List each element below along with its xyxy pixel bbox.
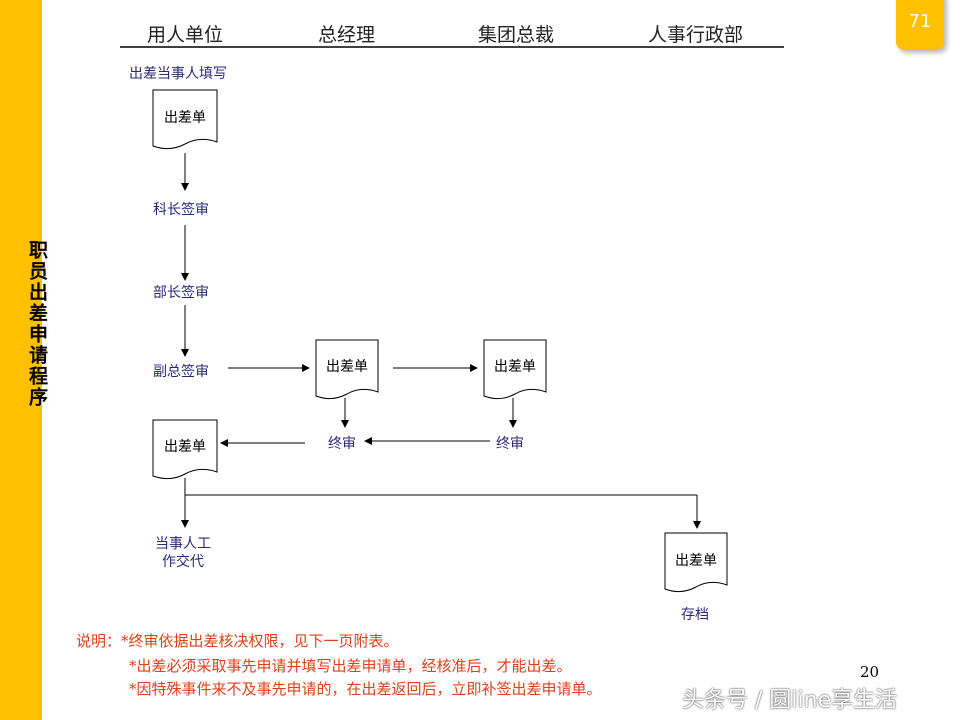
page-number: 20 (860, 663, 880, 681)
node-handover-2: 作交代 (162, 554, 204, 570)
node-final-review-gm: 终审 (328, 436, 356, 452)
watermark: 头条号 / 圆line享生活 (682, 688, 898, 713)
node-dept-head: 部长签审 (153, 285, 209, 301)
node-final-review-president: 终审 (496, 436, 524, 452)
header-dept: 用人单位 (147, 24, 224, 46)
side-title: 职员出差申请程序 (26, 240, 48, 408)
slide-badge: 71 (896, 0, 944, 50)
note-3: *因特殊事件来不及事先申请的，在出差返回后，立即补签出差申请单。 (129, 680, 602, 698)
side-bar (0, 0, 42, 720)
header-hr: 人事行政部 (648, 24, 744, 46)
node-section-chief: 科长签审 (153, 202, 209, 218)
fill-label: 出差当事人填写 (129, 66, 227, 82)
doc-travel-form-3: 出差单 (494, 359, 536, 375)
header-president: 集团总裁 (478, 24, 555, 46)
doc-travel-form-2: 出差单 (326, 359, 368, 375)
doc-travel-form-1: 出差单 (164, 110, 206, 126)
note-2: *出差必须采取事先申请并填写出差申请单，经核准后，才能出差。 (129, 657, 572, 675)
doc-travel-form-4: 出差单 (164, 439, 206, 455)
node-archive: 存档 (681, 607, 709, 623)
node-vice-gm: 副总签审 (153, 364, 209, 380)
node-handover-1: 当事人工 (155, 536, 211, 552)
note-1: 说明：*终审依据出差核决权限，见下一页附表。 (76, 632, 399, 650)
doc-travel-form-5: 出差单 (675, 553, 717, 569)
header-gm: 总经理 (318, 24, 376, 46)
